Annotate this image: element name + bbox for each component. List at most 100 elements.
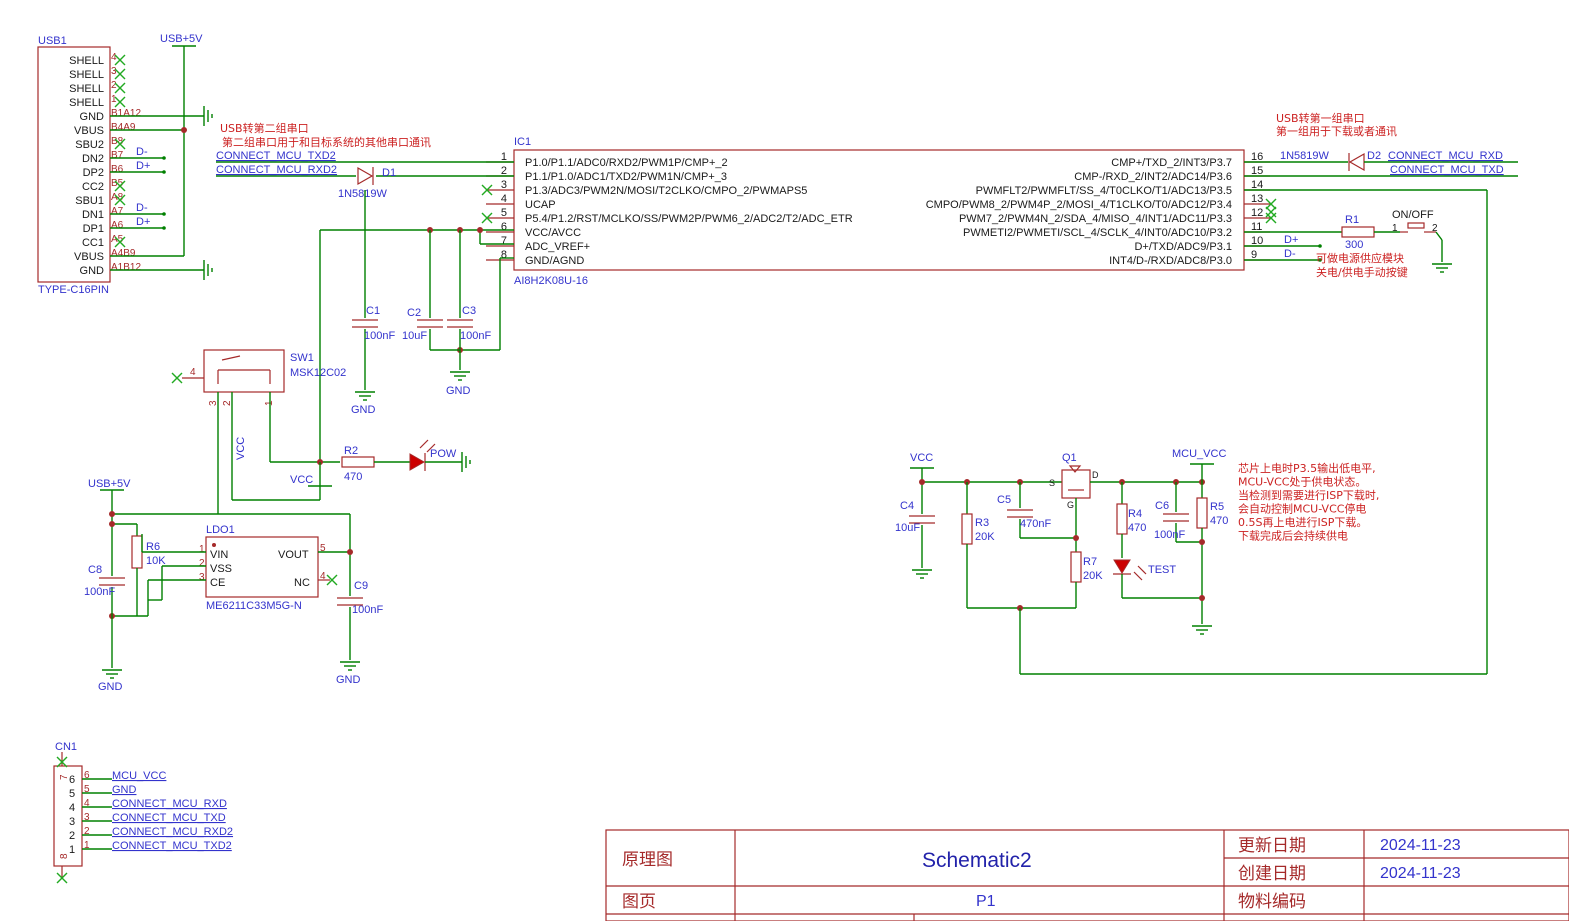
usb-pin-num: A1B12 — [111, 262, 141, 273]
c1-value: 100nF — [364, 330, 395, 342]
capacitor-c9: C9 100nF GND — [336, 580, 383, 686]
usb-pin-name: VBUS — [74, 251, 104, 263]
usb-dp-label-2: D+ — [136, 216, 150, 228]
c9-gnd: GND — [336, 674, 361, 686]
usb-pin-name: SBU1 — [75, 195, 104, 207]
q1-d: D — [1092, 470, 1099, 480]
capacitor-c5: C5 470nF — [997, 482, 1076, 539]
svg-text:7: 7 — [59, 774, 70, 780]
mcu-vcc-label: MCU_VCC — [1172, 448, 1226, 460]
r3-ref: R3 — [975, 517, 989, 529]
r7-ref: R7 — [1083, 556, 1097, 568]
cn1-net-label: CONNECT_MCU_TXD2 — [112, 840, 232, 852]
ic-right-pin-name: CMP+/TXD_2/INT3/P3.7 — [1111, 157, 1232, 169]
net-txd-right: CONNECT_MCU_TXD — [1390, 164, 1504, 176]
sw1-ref: SW1 — [290, 352, 314, 364]
usb-pin-num: 1 — [111, 94, 117, 105]
ic-left-pin-name: ADC_VREF+ — [525, 241, 590, 253]
resistor-r5: R5 470 — [1196, 497, 1228, 624]
usb-pin-num: 2 — [111, 80, 117, 91]
tb-created: 2024-11-23 — [1380, 865, 1461, 882]
ic-right-pin-num: 13 — [1251, 193, 1263, 205]
ic-left-pin-name: P1.0/P1.1/ADC0/RXD2/PWM1P/CMP+_2 — [525, 157, 728, 169]
c9-ref: C9 — [354, 580, 368, 592]
r4-ref: R4 — [1128, 508, 1142, 520]
ic1-ref: IC1 — [514, 136, 531, 148]
ic-right-pin-num: 14 — [1251, 179, 1263, 191]
onoff-label: ON/OFF — [1392, 209, 1434, 221]
usb-pin-name: SHELL — [69, 69, 104, 81]
r3-value: 20K — [975, 531, 995, 543]
r5-value: 470 — [1210, 515, 1228, 527]
usb-pin-name: CC2 — [82, 181, 104, 193]
ldo-ref: LDO1 — [206, 524, 235, 536]
title-block: 原理图 Schematic2 更新日期 2024-11-23 创建日期 2024… — [605, 829, 1569, 921]
led-test-label: TEST — [1148, 564, 1176, 576]
mosfet-q1: Q1 S D G — [1049, 452, 1099, 510]
note-usb2-title: USB转第二组串口 — [220, 121, 309, 135]
ic-left-pin-num: 2 — [501, 165, 507, 177]
ic-right-pin-num: 16 — [1251, 151, 1263, 163]
ic1-right-pins: 16CMP+/TXD_2/INT3/P3.715CMP-/RXD_2/INT2/… — [926, 151, 1270, 267]
resistor-r3: R3 20K — [961, 482, 995, 608]
vcc-label-sw: VCC — [290, 474, 313, 486]
svg-text:2: 2 — [199, 558, 205, 569]
q1-g: G — [1067, 500, 1074, 510]
ic-left-pin-name: GND/AGND — [525, 255, 584, 267]
note-usb1-title: USB转第一组串口 — [1276, 111, 1365, 125]
ic-left-pin-num: 3 — [501, 179, 507, 191]
diode-d1: D1 1N5819W — [338, 166, 396, 200]
ic-left-pin-num: 8 — [501, 249, 507, 261]
usb-dm-label-1: D- — [136, 146, 148, 158]
c9-value: 100nF — [352, 604, 383, 616]
r1-value: 300 — [1345, 239, 1363, 251]
isp-note-line: 当检测到需要进行ISP下载时, — [1238, 488, 1379, 502]
usb-pin-num: B7 — [111, 150, 124, 161]
c8-gnd: GND — [98, 681, 123, 693]
note-power-module: 可做电源供应模块 — [1316, 251, 1404, 265]
svg-text:4: 4 — [320, 571, 326, 582]
usb-pin-num: A7 — [111, 206, 124, 217]
isp-note-line: 下载完成后会持续供电 — [1238, 529, 1348, 543]
tb-updated-label: 更新日期 — [1238, 836, 1306, 856]
led-test: TEST — [1113, 559, 1176, 581]
usb-pin-name: SHELL — [69, 97, 104, 109]
svg-text:2: 2 — [1432, 223, 1438, 234]
ic-right-pin-num: 12 — [1251, 207, 1263, 219]
cn1-pin-num-inner: 6 — [69, 774, 75, 786]
r7-value: 20K — [1083, 570, 1103, 582]
ic-right-pin-name: CMP-/RXD_2/INT2/ADC14/P3.6 — [1074, 171, 1232, 183]
usb-pin-name: CC1 — [82, 237, 104, 249]
resistor-r4: R4 470 — [1116, 482, 1146, 558]
svg-text:8: 8 — [59, 853, 70, 859]
sw1-vcc-label: VCC — [235, 437, 247, 460]
ic-right-pin-num: 11 — [1251, 221, 1262, 233]
c6-ref: C6 — [1155, 500, 1169, 512]
ic-dp-label: D+ — [1284, 234, 1298, 246]
capacitor-c3: C3 100nF GND — [446, 230, 491, 397]
cn1-pin-num-inner: 5 — [69, 788, 75, 800]
c1-gnd: GND — [351, 404, 376, 416]
r5-ref: R5 — [1210, 501, 1224, 513]
c8-value: 100nF — [84, 586, 115, 598]
c5-value: 470nF — [1020, 518, 1051, 530]
cn1-pin-num-inner: 3 — [69, 816, 75, 828]
d1-ref: D1 — [382, 167, 396, 179]
cn1-pin-num: 3 — [84, 812, 90, 823]
tb-page: P1 — [976, 893, 996, 910]
capacitor-c8: C8 100nF GND — [84, 564, 125, 693]
net-txd2-left: CONNECT_MCU_TXD2 — [216, 150, 336, 162]
usb-pin-name: DP1 — [83, 223, 104, 235]
usb-pin-num: A4B9 — [111, 248, 136, 259]
ic-left-pin-num: 6 — [501, 221, 507, 233]
block-vcc-label: VCC — [910, 452, 933, 464]
usb-dm-label-2: D- — [136, 202, 148, 214]
usb-pin-num: B1A12 — [111, 108, 141, 119]
capacitor-c6: C6 100nF — [1154, 482, 1202, 543]
ic-left-pin-num: 1 — [501, 151, 507, 163]
c6-value: 100nF — [1154, 529, 1185, 541]
capacitor-c1: C1 100nF GND — [351, 190, 395, 416]
note-usb2-desc: 第二组串口用于和目标系统的其他串口通讯 — [222, 135, 431, 149]
resistor-r6: R6 10K — [131, 524, 166, 616]
